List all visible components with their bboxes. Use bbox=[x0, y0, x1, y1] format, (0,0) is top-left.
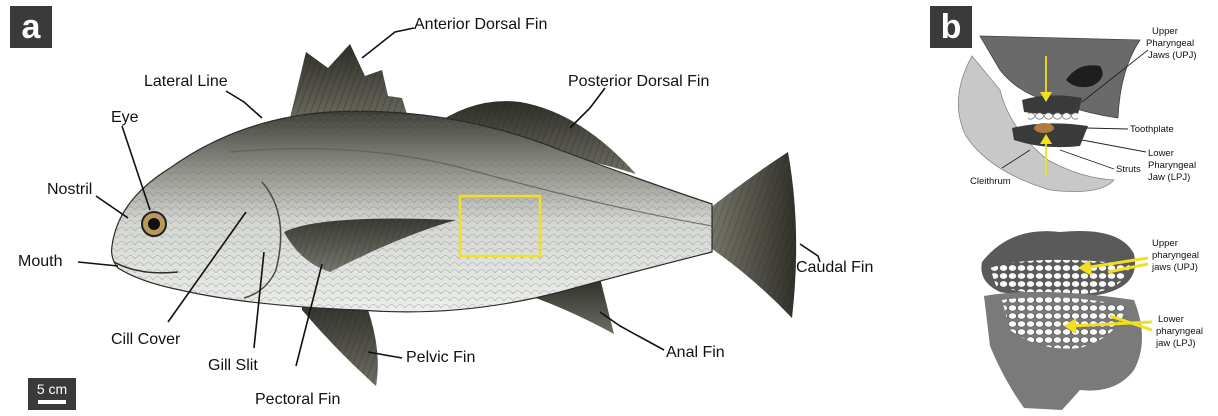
label-lpj-bottom-1: Lower bbox=[1158, 314, 1184, 325]
panel-a: a bbox=[10, 6, 873, 410]
label-gill-cover: Cill Cover bbox=[111, 331, 181, 348]
label-mouth: Mouth bbox=[18, 253, 62, 270]
pharyngeal-render-bottom bbox=[981, 231, 1152, 410]
label-struts: Struts bbox=[1116, 164, 1141, 175]
label-lpj-top-2: Pharyngeal bbox=[1148, 160, 1196, 171]
label-posterior-dorsal-fin: Posterior Dorsal Fin bbox=[568, 73, 709, 90]
label-upj-top-1: Upper bbox=[1152, 26, 1178, 37]
label-anterior-dorsal-fin: Anterior Dorsal Fin bbox=[414, 16, 547, 33]
label-anal-fin: Anal Fin bbox=[666, 344, 725, 361]
label-upj-bottom-3: jaws (UPJ) bbox=[1151, 262, 1198, 273]
label-lpj-top-1: Lower bbox=[1148, 148, 1174, 159]
label-eye: Eye bbox=[111, 109, 139, 126]
panel-b: b Upper Pharyngeal Ja bbox=[930, 6, 1203, 410]
label-pectoral-fin: Pectoral Fin bbox=[255, 391, 340, 408]
panel-b-letter: b bbox=[941, 8, 962, 46]
label-upj-bottom-1: Upper bbox=[1152, 238, 1178, 249]
label-pelvic-fin: Pelvic Fin bbox=[406, 349, 475, 366]
label-nostril: Nostril bbox=[47, 181, 92, 198]
scale-bar-label: 5 cm bbox=[37, 381, 67, 397]
label-caudal-fin: Caudal Fin bbox=[796, 259, 873, 276]
label-lpj-bottom-2: pharyngeal bbox=[1156, 326, 1203, 337]
label-upj-top-2: Pharyngeal bbox=[1146, 38, 1194, 49]
panel-a-letter: a bbox=[22, 8, 42, 46]
label-toothplate: Toothplate bbox=[1130, 124, 1174, 135]
label-lpj-top-3: Jaw (LPJ) bbox=[1148, 172, 1190, 183]
label-upj-top-3: Jaws (UPJ) bbox=[1148, 50, 1197, 61]
fish-illustration bbox=[112, 44, 797, 386]
upper-pharyngeal-jaw bbox=[1022, 95, 1082, 114]
scale-bar: 5 cm bbox=[28, 378, 76, 410]
label-lpj-bottom-3: jaw (LPJ) bbox=[1155, 338, 1196, 349]
label-upj-bottom-2: pharyngeal bbox=[1152, 250, 1199, 261]
label-lateral-line: Lateral Line bbox=[144, 73, 228, 90]
panel-b-bottom-labels: Upper pharyngeal jaws (UPJ) Lower pharyn… bbox=[1151, 238, 1203, 349]
label-gill-slit: Gill Slit bbox=[208, 357, 258, 374]
label-cleithrum: Cleithrum bbox=[970, 176, 1011, 187]
